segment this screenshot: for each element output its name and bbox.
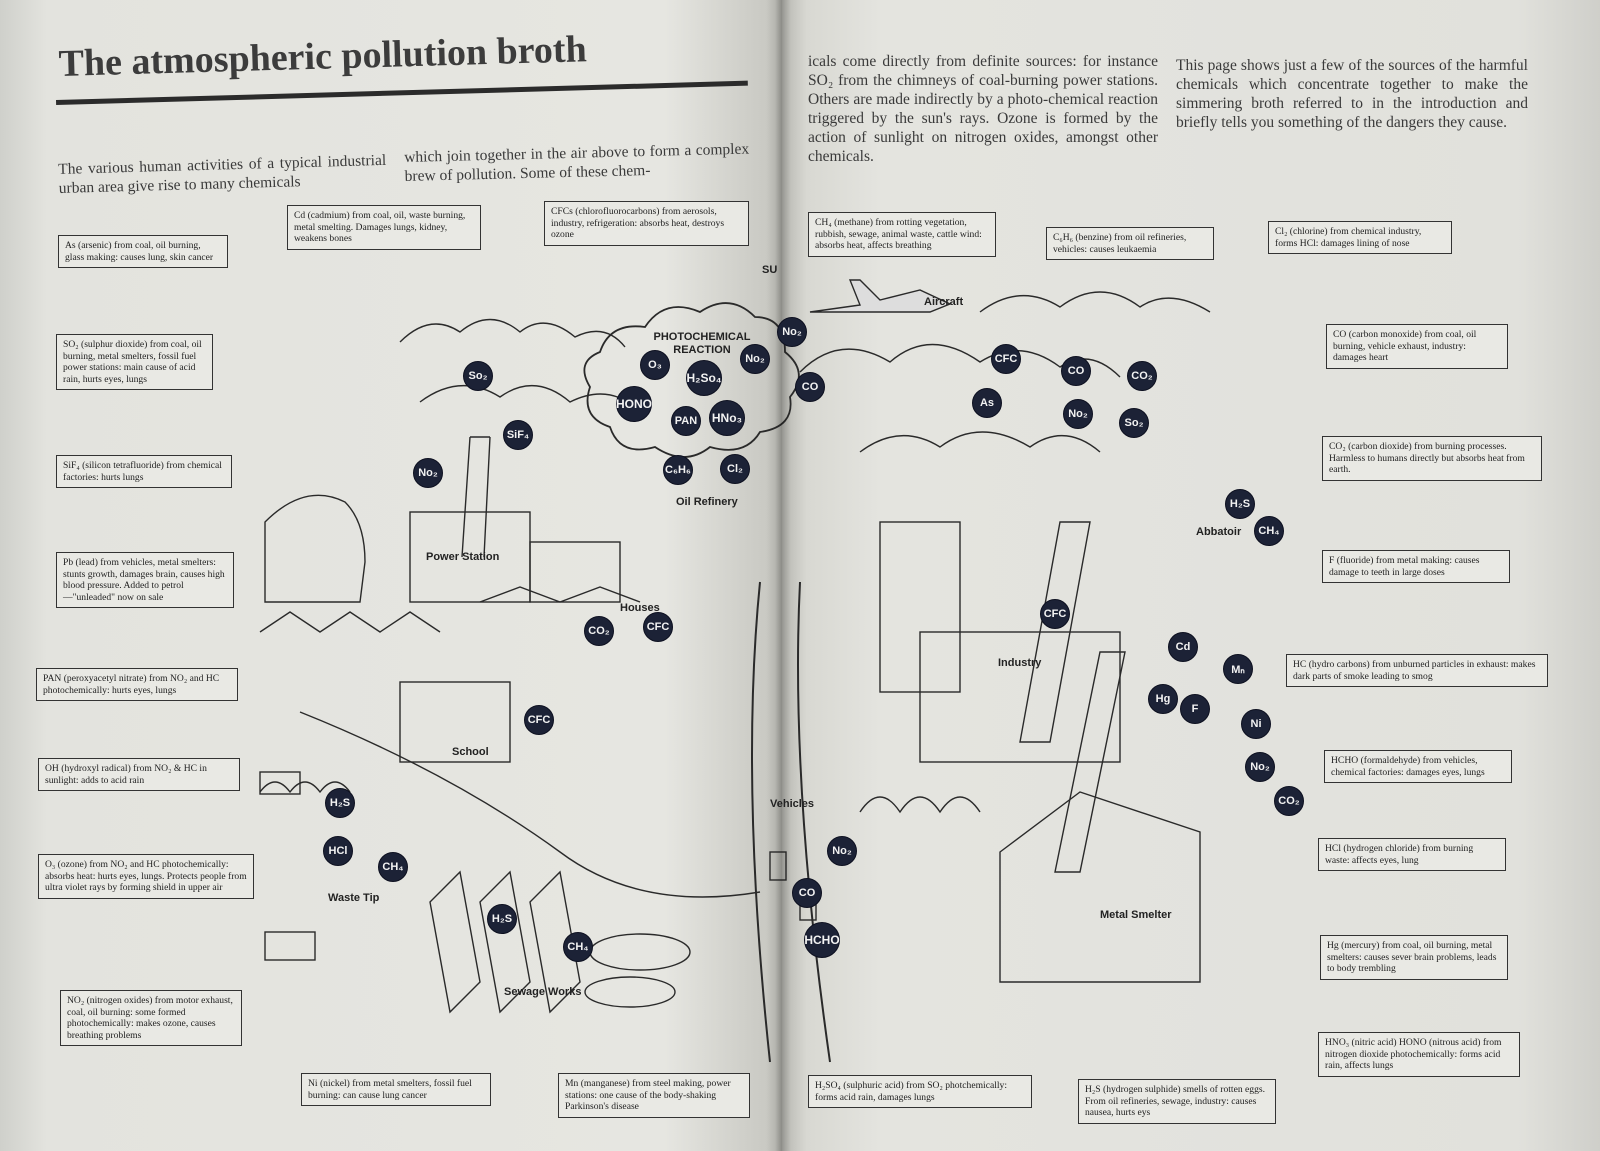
so2-sky-badge: So₂ bbox=[1119, 408, 1149, 438]
cfc-sky-badge: CFC bbox=[991, 344, 1021, 374]
no2-sky-badge: No₂ bbox=[1063, 399, 1093, 429]
no2-cloud-badge: No₂ bbox=[740, 344, 770, 374]
place-metal-smelter: Metal Smelter bbox=[1100, 909, 1172, 921]
sun-label: SU bbox=[762, 264, 778, 276]
f-badge: F bbox=[1180, 694, 1210, 724]
box-nitric-acid: HNO₃ (nitric acid) HONO (nitrous acid) f… bbox=[1318, 1032, 1520, 1077]
box-hydrogen-chloride: HCl (hydrogen chloride) from burning was… bbox=[1318, 838, 1506, 871]
hno3-badge: HNo₃ bbox=[709, 400, 745, 436]
no2-road-badge: No₂ bbox=[827, 836, 857, 866]
box-nickel: Ni (nickel) from metal smelters, fossil … bbox=[301, 1073, 491, 1106]
box-cadmium: Cd (cadmium) from coal, oil, waste burni… bbox=[287, 205, 481, 250]
place-abbatoir: Abbatoir bbox=[1196, 526, 1242, 538]
hcho-badge: HCHO bbox=[804, 922, 840, 958]
co-top-badge: CO bbox=[795, 372, 825, 402]
box-chlorine: Cl₂ (chlorine) from chemical industry, f… bbox=[1268, 221, 1452, 254]
box-pan: PAN (peroxyacetyl nitrate) from NO₂ and … bbox=[36, 668, 238, 701]
cfc-school-badge: CFC bbox=[524, 705, 554, 735]
co2-sky-badge: CO₂ bbox=[1127, 361, 1157, 391]
box-fluoride: F (fluoride) from metal making: causes d… bbox=[1322, 550, 1510, 583]
no2-power-badge: No₂ bbox=[413, 458, 443, 488]
box-hydrogen-sulphide: H₂S (hydrogen sulphide) smells of rotten… bbox=[1078, 1079, 1276, 1124]
place-industry: Industry bbox=[998, 657, 1042, 669]
as-badge: As bbox=[972, 388, 1002, 418]
box-arsenic: As (arsenic) from coal, oil burning, gla… bbox=[58, 235, 228, 268]
page-gutter bbox=[775, 0, 791, 1151]
co2-houses-badge: CO₂ bbox=[584, 616, 614, 646]
cfc-houses-badge: CFC bbox=[643, 612, 673, 642]
hcl-badge: HCl bbox=[323, 836, 353, 866]
box-sulphuric-acid: H₂SO₄ (sulphuric acid) from SO₂ photchem… bbox=[808, 1075, 1032, 1108]
box-hydroxyl-radical: OH (hydroxyl radical) from NO₂ & HC in s… bbox=[38, 758, 240, 791]
box-benzine: C₆H₆ (benzine) from oil refineries, vehi… bbox=[1046, 227, 1214, 260]
place-power-station: Power Station bbox=[426, 551, 500, 563]
place-vehicles: Vehicles bbox=[770, 798, 815, 810]
box-methane: CH₄ (methane) from rotting vegetation, r… bbox=[808, 212, 996, 257]
box-hydrocarbons: HC (hydro carbons) from unburned particl… bbox=[1286, 654, 1548, 687]
h2s-sewage-badge: H₂S bbox=[487, 904, 517, 934]
box-cfc: CFCs (chlorofluorocarbons) from aerosols… bbox=[544, 201, 749, 246]
box-nitrogen-oxides: NO₂ (nitrogen oxides) from motor exhaust… bbox=[60, 990, 242, 1046]
box-silicon-tetrafluoride: SiF₄ (silicon tetrafluoride) from chemic… bbox=[56, 455, 232, 488]
place-waste-tip: Waste Tip bbox=[328, 892, 380, 904]
box-ozone: O₃ (ozone) from NO₂ and HC photochemical… bbox=[38, 854, 254, 899]
cfc-industry-badge: CFC bbox=[1040, 599, 1070, 629]
intro-col-3: icals come directly from definite source… bbox=[808, 53, 1158, 165]
co-road-badge: CO bbox=[792, 878, 822, 908]
box-carbon-monoxide: CO (carbon monoxide) from coal, oil burn… bbox=[1326, 324, 1508, 369]
box-sulphur-dioxide: SO₂ (sulphur dioxide) from coal, oil bur… bbox=[56, 334, 213, 390]
place-school: School bbox=[452, 746, 489, 758]
intro-col-4: This page shows just a few of the source… bbox=[1176, 57, 1528, 131]
pan-badge: PAN bbox=[671, 406, 701, 436]
box-formaldehyde: HCHO (formaldehyde) from vehicles, chemi… bbox=[1324, 750, 1512, 783]
h2so4-badge: H₂So₄ bbox=[686, 360, 722, 396]
h2s-abbatoir-badge: H₂S bbox=[1225, 489, 1255, 519]
place-houses: Houses bbox=[620, 602, 660, 614]
ch4-sewage-badge: CH₄ bbox=[563, 932, 593, 962]
ni-badge: Ni bbox=[1241, 709, 1271, 739]
so2-badge: So₂ bbox=[463, 361, 493, 391]
ch4-abbatoir-badge: CH₄ bbox=[1254, 516, 1284, 546]
hono-badge: HONO bbox=[616, 386, 652, 422]
box-manganese: Mn (manganese) from steel making, power … bbox=[558, 1073, 750, 1118]
place-sewage-works: Sewage Works bbox=[504, 986, 582, 998]
photochemical-reaction-label: PHOTOCHEMICAL REACTION bbox=[653, 331, 751, 356]
o3-badge: O₃ bbox=[640, 350, 670, 380]
box-carbon-dioxide: CO₂ (carbon dioxide) from burning proces… bbox=[1322, 436, 1542, 481]
co2-smelter-badge: CO₂ bbox=[1274, 786, 1304, 816]
city-illustration bbox=[259, 279, 1211, 1063]
h2s-waste-badge: H₂S bbox=[325, 788, 355, 818]
ch4-waste-badge: CH₄ bbox=[378, 852, 408, 882]
co-sky-badge: CO bbox=[1061, 356, 1091, 386]
hg-badge: Hg bbox=[1148, 684, 1178, 714]
cd-badge: Cd bbox=[1168, 632, 1198, 662]
cl2-badge: Cl₂ bbox=[720, 454, 750, 484]
c6h6-badge: C₆H₆ bbox=[663, 455, 693, 485]
no2-smelter-badge: No₂ bbox=[1245, 752, 1275, 782]
box-mercury: Hg (mercury) from coal, oil burning, met… bbox=[1320, 935, 1508, 980]
mn-badge: Mₙ bbox=[1223, 654, 1253, 684]
place-oil-refinery: Oil Refinery bbox=[676, 496, 738, 508]
place-aircraft: Aircraft bbox=[924, 296, 964, 308]
box-lead: Pb (lead) from vehicles, metal smelters:… bbox=[56, 552, 234, 608]
no2-top-badge: No₂ bbox=[777, 317, 807, 347]
sif4-badge: SiF₄ bbox=[503, 420, 533, 450]
